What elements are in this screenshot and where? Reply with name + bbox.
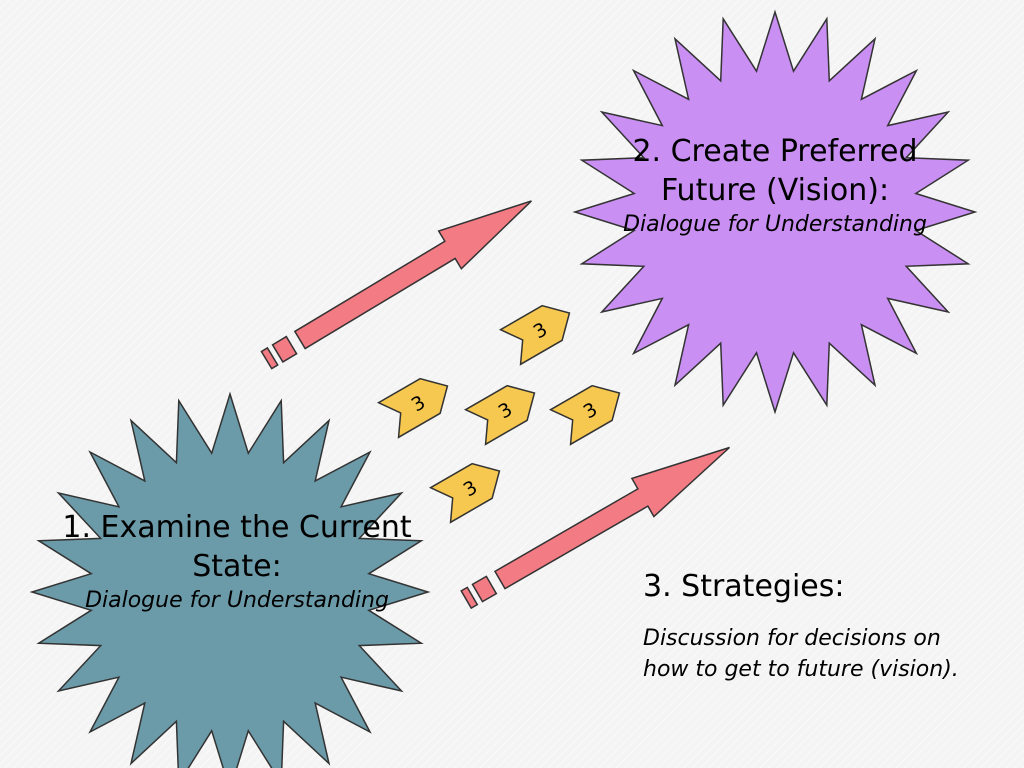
chevron-shape <box>463 384 536 446</box>
lower-progress-arrow <box>460 446 731 610</box>
strategy-chevron: 3 <box>498 304 571 366</box>
preferred-future-subtitle: Dialogue for Understanding <box>623 212 927 237</box>
strategy-chevron: 3 <box>376 377 449 439</box>
strategies-description: Discussion for decisions on how to get t… <box>643 626 959 682</box>
strategy-chevron: 3 <box>428 462 501 524</box>
preferred-future-starburst <box>572 9 978 415</box>
upper-progress-arrow <box>260 200 532 370</box>
chevron-shape <box>548 384 621 446</box>
chevron-shape <box>498 304 571 366</box>
chevron-shape <box>428 462 501 524</box>
preferred-future-title: 2. Create Preferred Future (Vision): <box>632 134 918 208</box>
current-state-title: 1. Examine the Current State: <box>62 510 412 584</box>
current-state-label: 1. Examine the Current State: Dialogue f… <box>62 508 412 616</box>
strategies-title: 3. Strategies: <box>643 569 845 604</box>
current-state-starburst <box>29 391 431 768</box>
strategy-chevron: 3 <box>548 384 621 446</box>
strategy-chevron: 3 <box>463 384 536 446</box>
chevron-shape <box>376 377 449 439</box>
preferred-future-label: 2. Create Preferred Future (Vision): Dia… <box>600 132 950 240</box>
current-state-subtitle: Dialogue for Understanding <box>85 588 389 613</box>
